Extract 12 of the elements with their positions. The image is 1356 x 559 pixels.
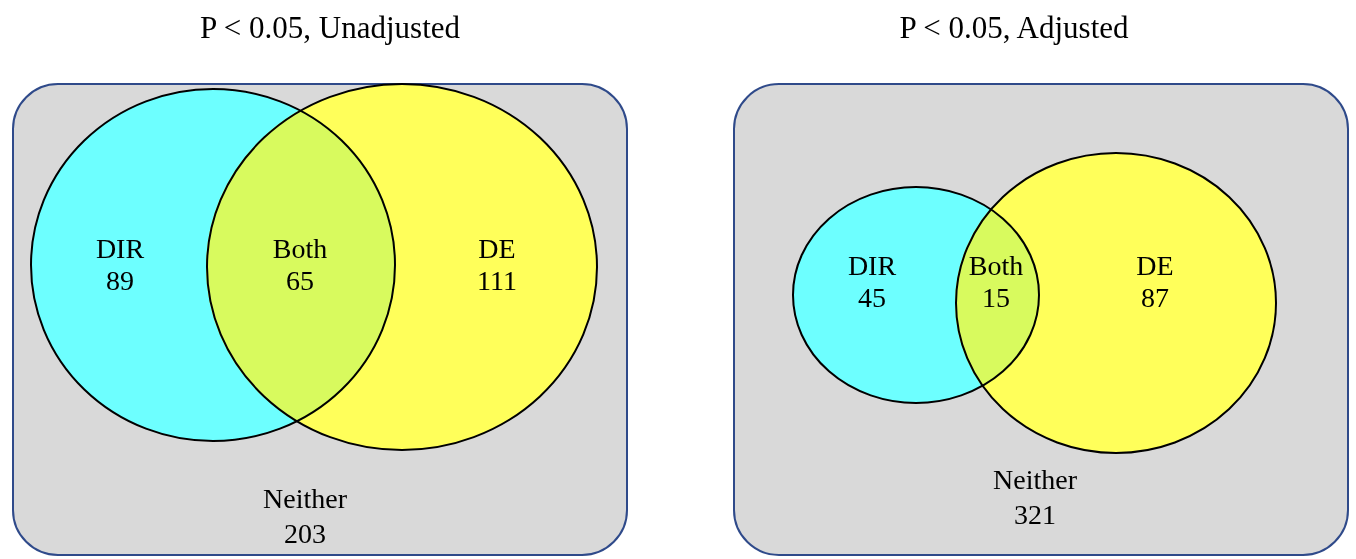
set-count: Neither 321 — [993, 463, 1077, 532]
set-circle — [206, 83, 598, 451]
set-count: DE 87 — [1136, 249, 1174, 315]
panel-title: P < 0.05, Adjusted — [899, 8, 1129, 47]
set-count: DIR 89 — [95, 232, 145, 298]
set-count: DIR 45 — [847, 249, 897, 315]
panel-title: P < 0.05, Unadjusted — [200, 8, 460, 47]
set-count: DE 111 — [477, 232, 517, 298]
set-count: Both 15 — [968, 249, 1024, 315]
set-circle — [955, 152, 1277, 454]
set-count: Both 65 — [272, 232, 328, 298]
set-count: Neither 203 — [263, 482, 347, 551]
